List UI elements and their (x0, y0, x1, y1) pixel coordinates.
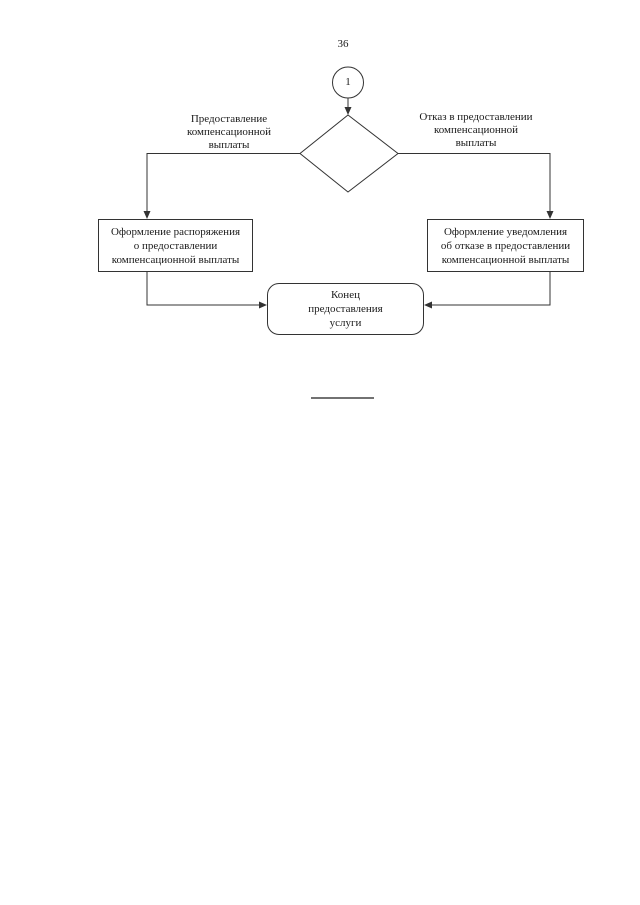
arrowhead-into-end-right (424, 301, 432, 309)
process-box-left: Оформление распоряжения о предоставлении… (98, 219, 253, 272)
arrowhead-into-end-left (259, 301, 267, 309)
decision-diamond (299, 114, 399, 193)
terminator-box-end: Конец предоставления услуги (267, 283, 424, 335)
page-number: 36 (337, 38, 349, 50)
arrowhead-into-decision (344, 107, 352, 115)
process-box-right: Оформление уведомления об отказе в предо… (427, 219, 584, 272)
branch-right-line (398, 153, 551, 211)
connector-label: 1 (345, 76, 351, 88)
branch-left-line (146, 153, 300, 211)
arrowhead-into-left-box (143, 211, 151, 219)
left-box-to-end-line (146, 272, 259, 306)
branch-label-left: Предоставление компенсационной выплаты (186, 113, 272, 151)
right-box-to-end-line (432, 272, 551, 306)
arrowhead-into-right-box (546, 211, 554, 219)
branch-label-right: Отказ в предоставлении компенсационной в… (419, 111, 533, 149)
